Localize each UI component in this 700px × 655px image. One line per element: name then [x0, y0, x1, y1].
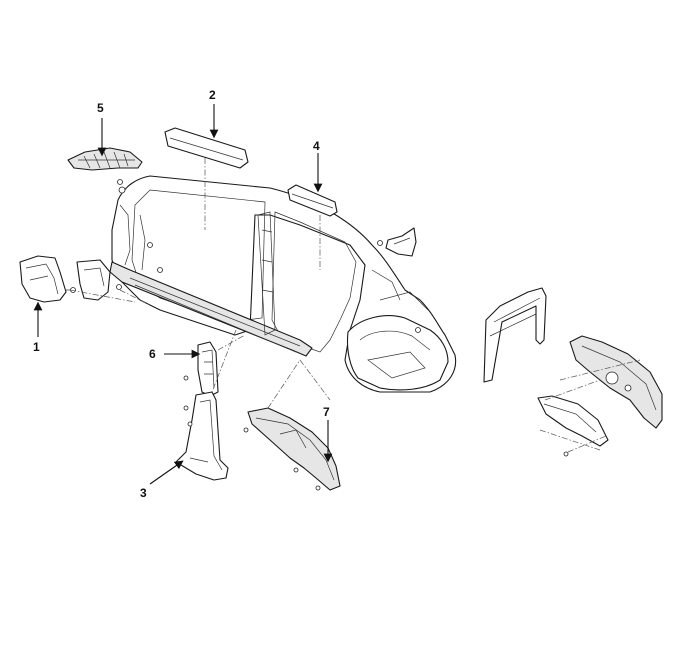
- part-rear-shelf-frame: [483, 287, 547, 383]
- callout-5: 5: [97, 101, 107, 157]
- callout-4: 4: [313, 139, 323, 193]
- callout-label-7: 7: [323, 405, 330, 419]
- callout-6: 6: [149, 347, 201, 361]
- part-5-front-pillar-grille: [67, 147, 143, 185]
- callout-1: 1: [33, 301, 43, 354]
- part-kick-panel: [76, 259, 122, 301]
- body-side-frame: [109, 175, 457, 393]
- part-7-quarter-lower-trim: [243, 359, 341, 491]
- callout-label-4: 4: [313, 139, 320, 153]
- callout-label-5: 5: [97, 101, 104, 115]
- callout-label-3: 3: [140, 486, 147, 500]
- callout-label-2: 2: [209, 88, 216, 102]
- callout-label-6: 6: [149, 347, 156, 361]
- part-6-b-pillar-upper-trim: [197, 334, 246, 397]
- part-rear-quarter-trim: [569, 335, 663, 429]
- callout-2: 2: [209, 88, 219, 139]
- callout-3: 3: [140, 460, 184, 500]
- callout-7: 7: [323, 405, 333, 463]
- part-4-rear-roof-trim: [287, 184, 338, 270]
- assembly-guide-lines: [69, 289, 641, 401]
- part-rear-lower-trim: [537, 395, 609, 457]
- part-2-roof-side-trim: [164, 127, 249, 230]
- part-3-b-pillar-lower-trim: [175, 375, 229, 481]
- part-1-front-lower-trim: [19, 255, 76, 303]
- callout-label-1: 1: [33, 340, 40, 354]
- part-rear-upper-pillar-trim: [377, 227, 417, 257]
